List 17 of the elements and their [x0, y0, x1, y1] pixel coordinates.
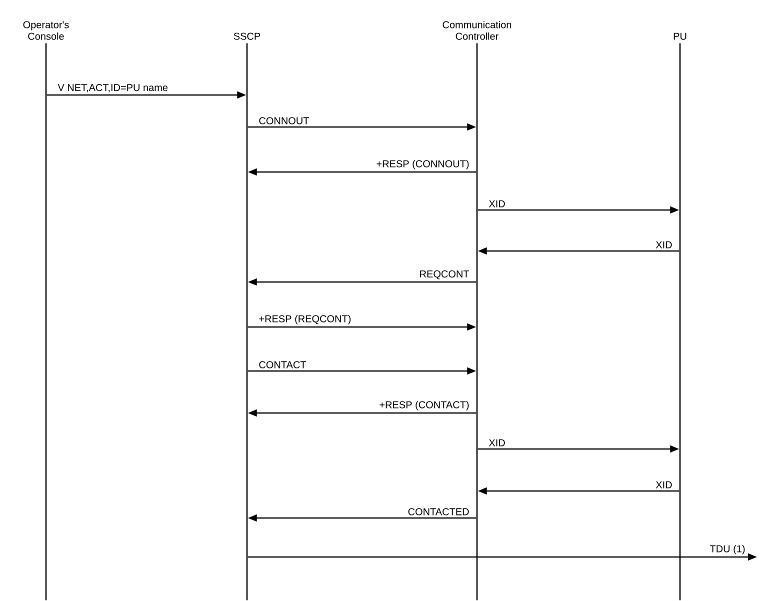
edge-label: XID	[487, 198, 507, 209]
edge-label: +RESP (CONTACT)	[378, 399, 471, 412]
edge-label: +RESP (REQCONT)	[257, 313, 353, 326]
edge-label: XID	[654, 480, 674, 490]
lifeline-heading: SSCP	[234, 32, 260, 40]
edge-label: XID	[487, 438, 507, 448]
edge-label: V NET,ACT,ID=PU name	[56, 82, 170, 94]
edge-label: CONTACTED	[406, 506, 471, 517]
lifeline-heading: PU	[674, 32, 686, 40]
edge-label: XID	[654, 240, 674, 250]
edge-label: TDU (1)	[708, 543, 747, 556]
lifeline-heading: Communication Controller	[442, 20, 512, 40]
edge-label: CONNOUT	[257, 116, 311, 126]
lifeline-heading: Operator's Console	[23, 21, 69, 40]
edge-label: CONTACT	[257, 360, 308, 370]
edge-label: REQCONT	[418, 268, 471, 281]
edge-label: +RESP (CONNOUT)	[374, 158, 471, 171]
